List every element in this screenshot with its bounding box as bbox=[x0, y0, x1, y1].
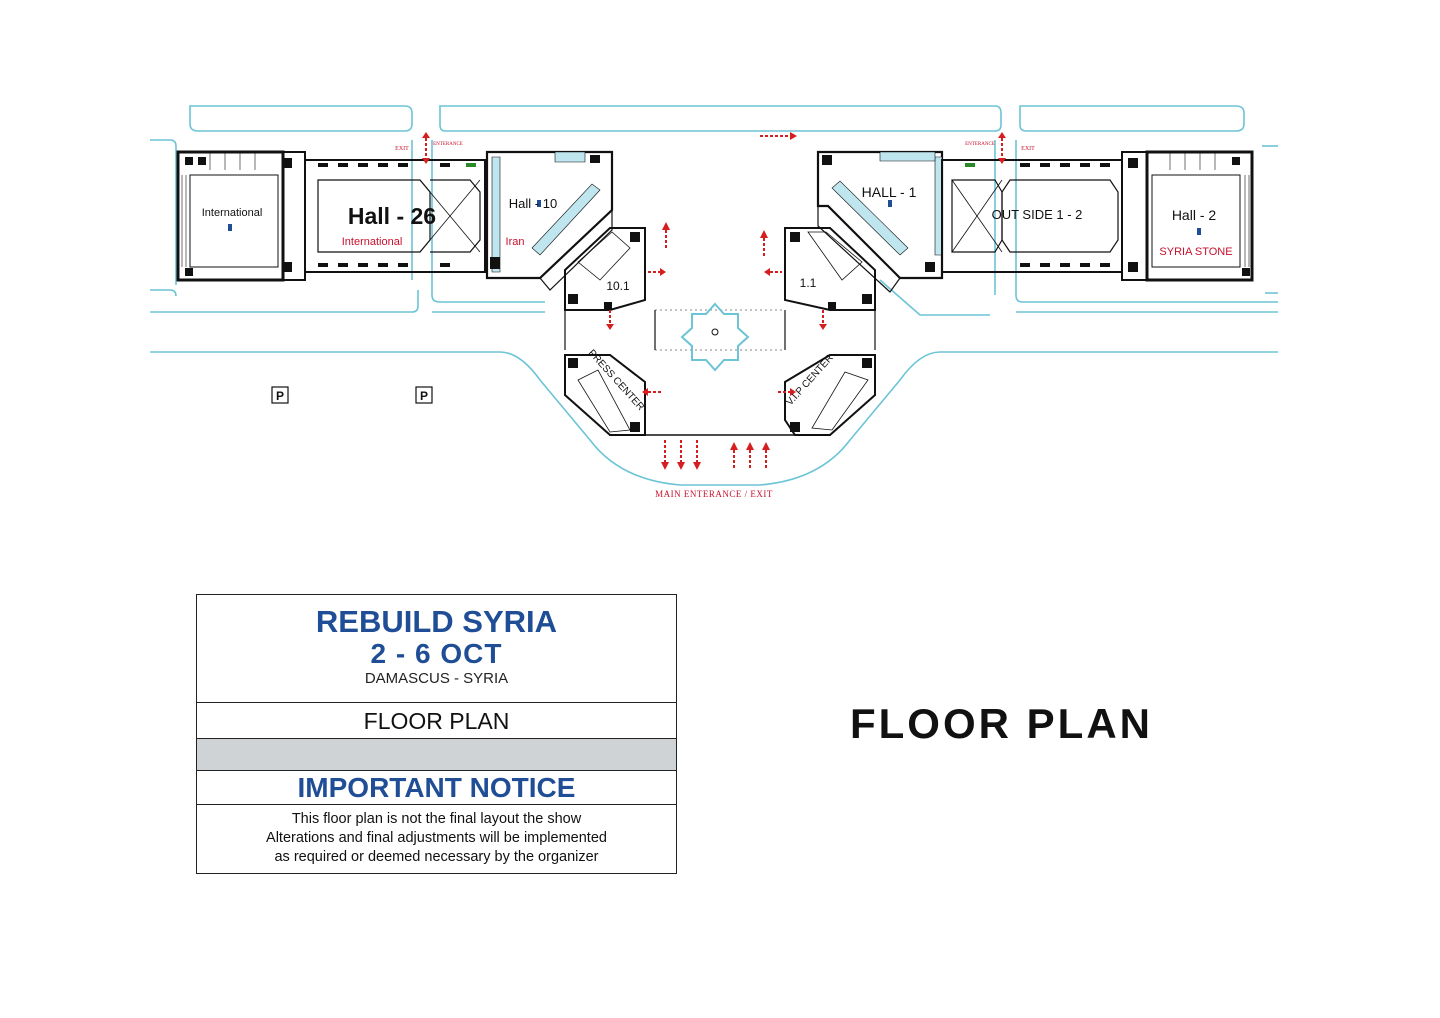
notice-title-row: IMPORTANT NOTICE bbox=[197, 771, 676, 805]
label-hall-10: Hall - 10 bbox=[509, 196, 557, 211]
section-title-row: FLOOR PLAN bbox=[197, 703, 676, 739]
label-pavilion-1-1: 1.1 bbox=[800, 276, 817, 290]
event-dates: 2 - 6 OCT bbox=[370, 638, 503, 669]
building-hall-1 bbox=[816, 150, 944, 293]
parking-sign-2: P bbox=[415, 386, 433, 404]
label-vip-center: V.I.P CENTER bbox=[784, 353, 835, 408]
event-title: REBUILD SYRIA bbox=[315, 604, 558, 639]
parking-sign-1: P bbox=[271, 386, 289, 404]
pavilion-press-center bbox=[564, 354, 646, 436]
notice-text: This floor plan is not the final layout … bbox=[197, 805, 676, 875]
section-title: FLOOR PLAN bbox=[363, 708, 510, 734]
info-box: REBUILD SYRIA 2 - 6 OCT DAMASCUS - SYRIA… bbox=[196, 594, 677, 874]
label-hall-26: Hall - 26 bbox=[348, 203, 436, 229]
fountain-star bbox=[680, 302, 750, 372]
label-hall-1: HALL - 1 bbox=[862, 184, 917, 200]
label-international: International bbox=[202, 207, 263, 219]
label-hall-2: Hall - 2 bbox=[1172, 207, 1217, 223]
label-hall-2-sub: SYRIA STONE bbox=[1159, 246, 1232, 258]
label-entrance-right: ENTERANCE bbox=[965, 142, 995, 147]
direction-arrows bbox=[422, 132, 1006, 470]
central-plaza bbox=[564, 302, 876, 436]
page-title: FLOOR PLAN bbox=[850, 700, 1153, 747]
pavilion-1-1 bbox=[784, 227, 876, 311]
parking-1-letter: P bbox=[276, 389, 284, 403]
notice-line-3: as required or deemed necessary by the o… bbox=[274, 849, 599, 865]
pavilion-vip-center bbox=[784, 354, 876, 436]
building-hall-2 bbox=[1121, 150, 1254, 282]
event-location: DAMASCUS - SYRIA bbox=[364, 670, 509, 687]
event-header: REBUILD SYRIA 2 - 6 OCT DAMASCUS - SYRIA bbox=[197, 595, 676, 703]
label-outside-1-2: OUT SIDE 1 - 2 bbox=[992, 207, 1083, 222]
label-exit-left: EXIT bbox=[395, 146, 409, 152]
notice-line-2: Alterations and final adjustments will b… bbox=[266, 830, 607, 846]
road-outlines bbox=[150, 105, 1278, 486]
label-exit-right: EXIT bbox=[1021, 146, 1035, 152]
label-hall-26-sub: International bbox=[342, 236, 403, 248]
parking-2-letter: P bbox=[420, 389, 428, 403]
pavilion-10-1 bbox=[564, 227, 646, 311]
building-international bbox=[176, 150, 306, 282]
notice-title: IMPORTANT NOTICE bbox=[297, 772, 576, 803]
label-hall-10-sub: Iran bbox=[506, 236, 525, 248]
label-main-entrance: MAIN ENTERANCE / EXIT bbox=[655, 489, 773, 499]
building-hall-10 bbox=[485, 150, 614, 291]
notice-line-1: This floor plan is not the final layout … bbox=[291, 811, 582, 827]
notice-divider-bar bbox=[197, 739, 676, 771]
building-hall-26 bbox=[304, 159, 486, 273]
label-pavilion-10-1: 10.1 bbox=[606, 279, 630, 293]
label-entrance-left: ENTERANCE bbox=[433, 142, 463, 147]
